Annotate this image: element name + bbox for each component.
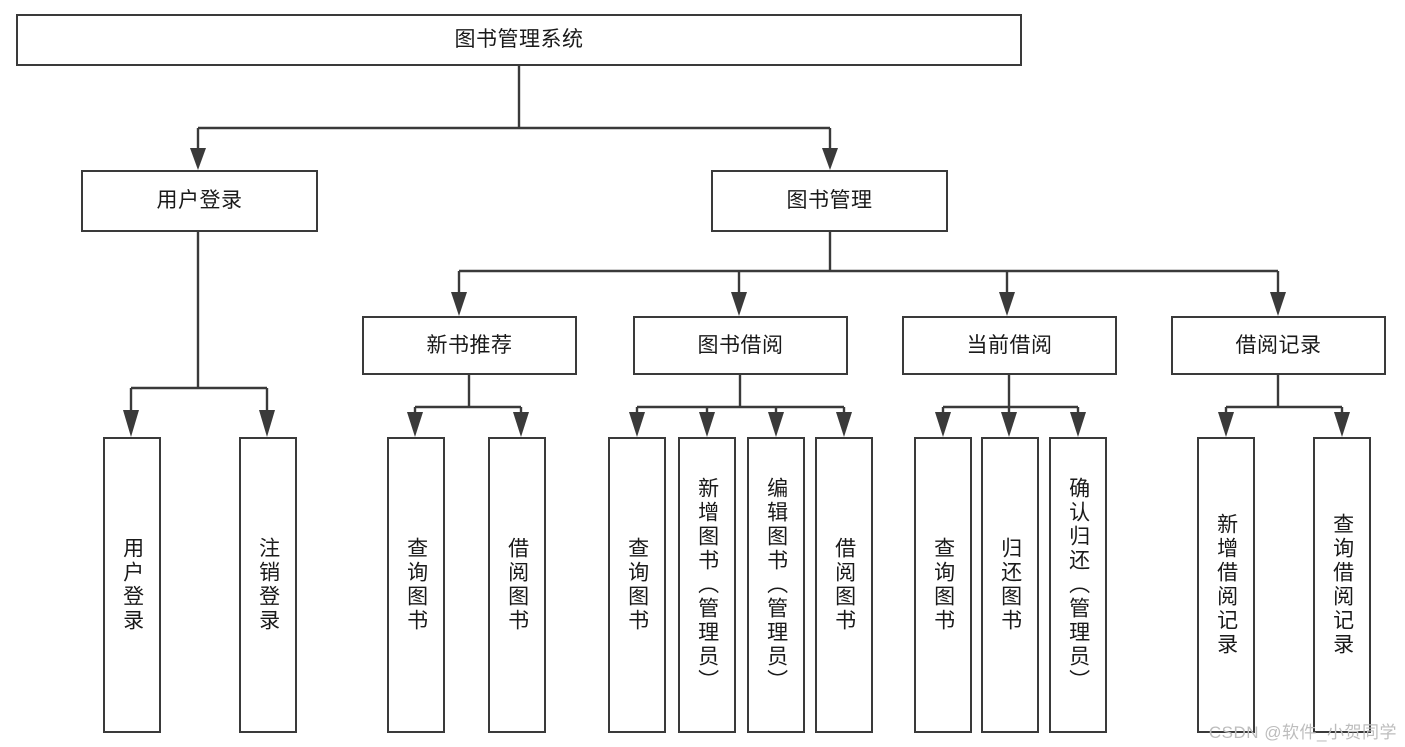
leaf-add-borrow-record[interactable]: 新增借阅记录 — [1197, 437, 1255, 733]
node-current-borrow[interactable]: 当前借阅 — [902, 316, 1117, 375]
node-book-borrow[interactable]: 图书借阅 — [633, 316, 848, 375]
leaf-query-book-recommend[interactable]: 查询图书 — [387, 437, 445, 733]
node-user-login[interactable]: 用户登录 — [81, 170, 318, 232]
node-label: 查询图书 — [404, 537, 428, 633]
leaf-confirm-return-admin[interactable]: 确认归还（管理员） — [1049, 437, 1107, 733]
node-label: 查询借阅记录 — [1330, 513, 1354, 657]
leaf-add-book-admin[interactable]: 新增图书（管理员） — [678, 437, 736, 733]
node-label: 查询图书 — [625, 537, 649, 633]
node-label: 用户登录 — [120, 537, 144, 633]
watermark-text: CSDN @软件_小贺同学 — [1208, 723, 1397, 742]
node-label: 确认归还（管理员） — [1066, 477, 1090, 693]
node-borrow-record[interactable]: 借阅记录 — [1171, 316, 1386, 375]
node-label: 查询图书 — [931, 537, 955, 633]
leaf-query-book-current[interactable]: 查询图书 — [914, 437, 972, 733]
node-label: 借阅记录 — [1235, 333, 1322, 357]
node-label: 借阅图书 — [832, 537, 856, 633]
node-label: 新增图书（管理员） — [695, 477, 719, 693]
node-label: 注销登录 — [256, 537, 280, 633]
node-label: 编辑图书（管理员） — [764, 477, 788, 693]
node-label: 归还图书 — [998, 537, 1022, 633]
leaf-query-borrow-record[interactable]: 查询借阅记录 — [1313, 437, 1371, 733]
node-book-management[interactable]: 图书管理 — [711, 170, 948, 232]
leaf-query-book-borrow[interactable]: 查询图书 — [608, 437, 666, 733]
node-new-book-recommend[interactable]: 新书推荐 — [362, 316, 577, 375]
node-label: 当前借阅 — [966, 333, 1053, 357]
node-label: 新增借阅记录 — [1214, 513, 1238, 657]
node-label: 图书借阅 — [697, 333, 784, 357]
node-label: 用户登录 — [156, 189, 243, 213]
leaf-borrow-book[interactable]: 借阅图书 — [815, 437, 873, 733]
leaf-user-login[interactable]: 用户登录 — [103, 437, 161, 733]
node-label: 借阅图书 — [505, 537, 529, 633]
leaf-edit-book-admin[interactable]: 编辑图书（管理员） — [747, 437, 805, 733]
leaf-borrow-book-recommend[interactable]: 借阅图书 — [488, 437, 546, 733]
node-label: 图书管理 — [786, 189, 873, 213]
node-book-management-system[interactable]: 图书管理系统 — [16, 14, 1022, 66]
node-label: 图书管理系统 — [454, 28, 584, 52]
node-label: 新书推荐 — [426, 333, 513, 357]
leaf-return-book[interactable]: 归还图书 — [981, 437, 1039, 733]
leaf-user-logout[interactable]: 注销登录 — [239, 437, 297, 733]
